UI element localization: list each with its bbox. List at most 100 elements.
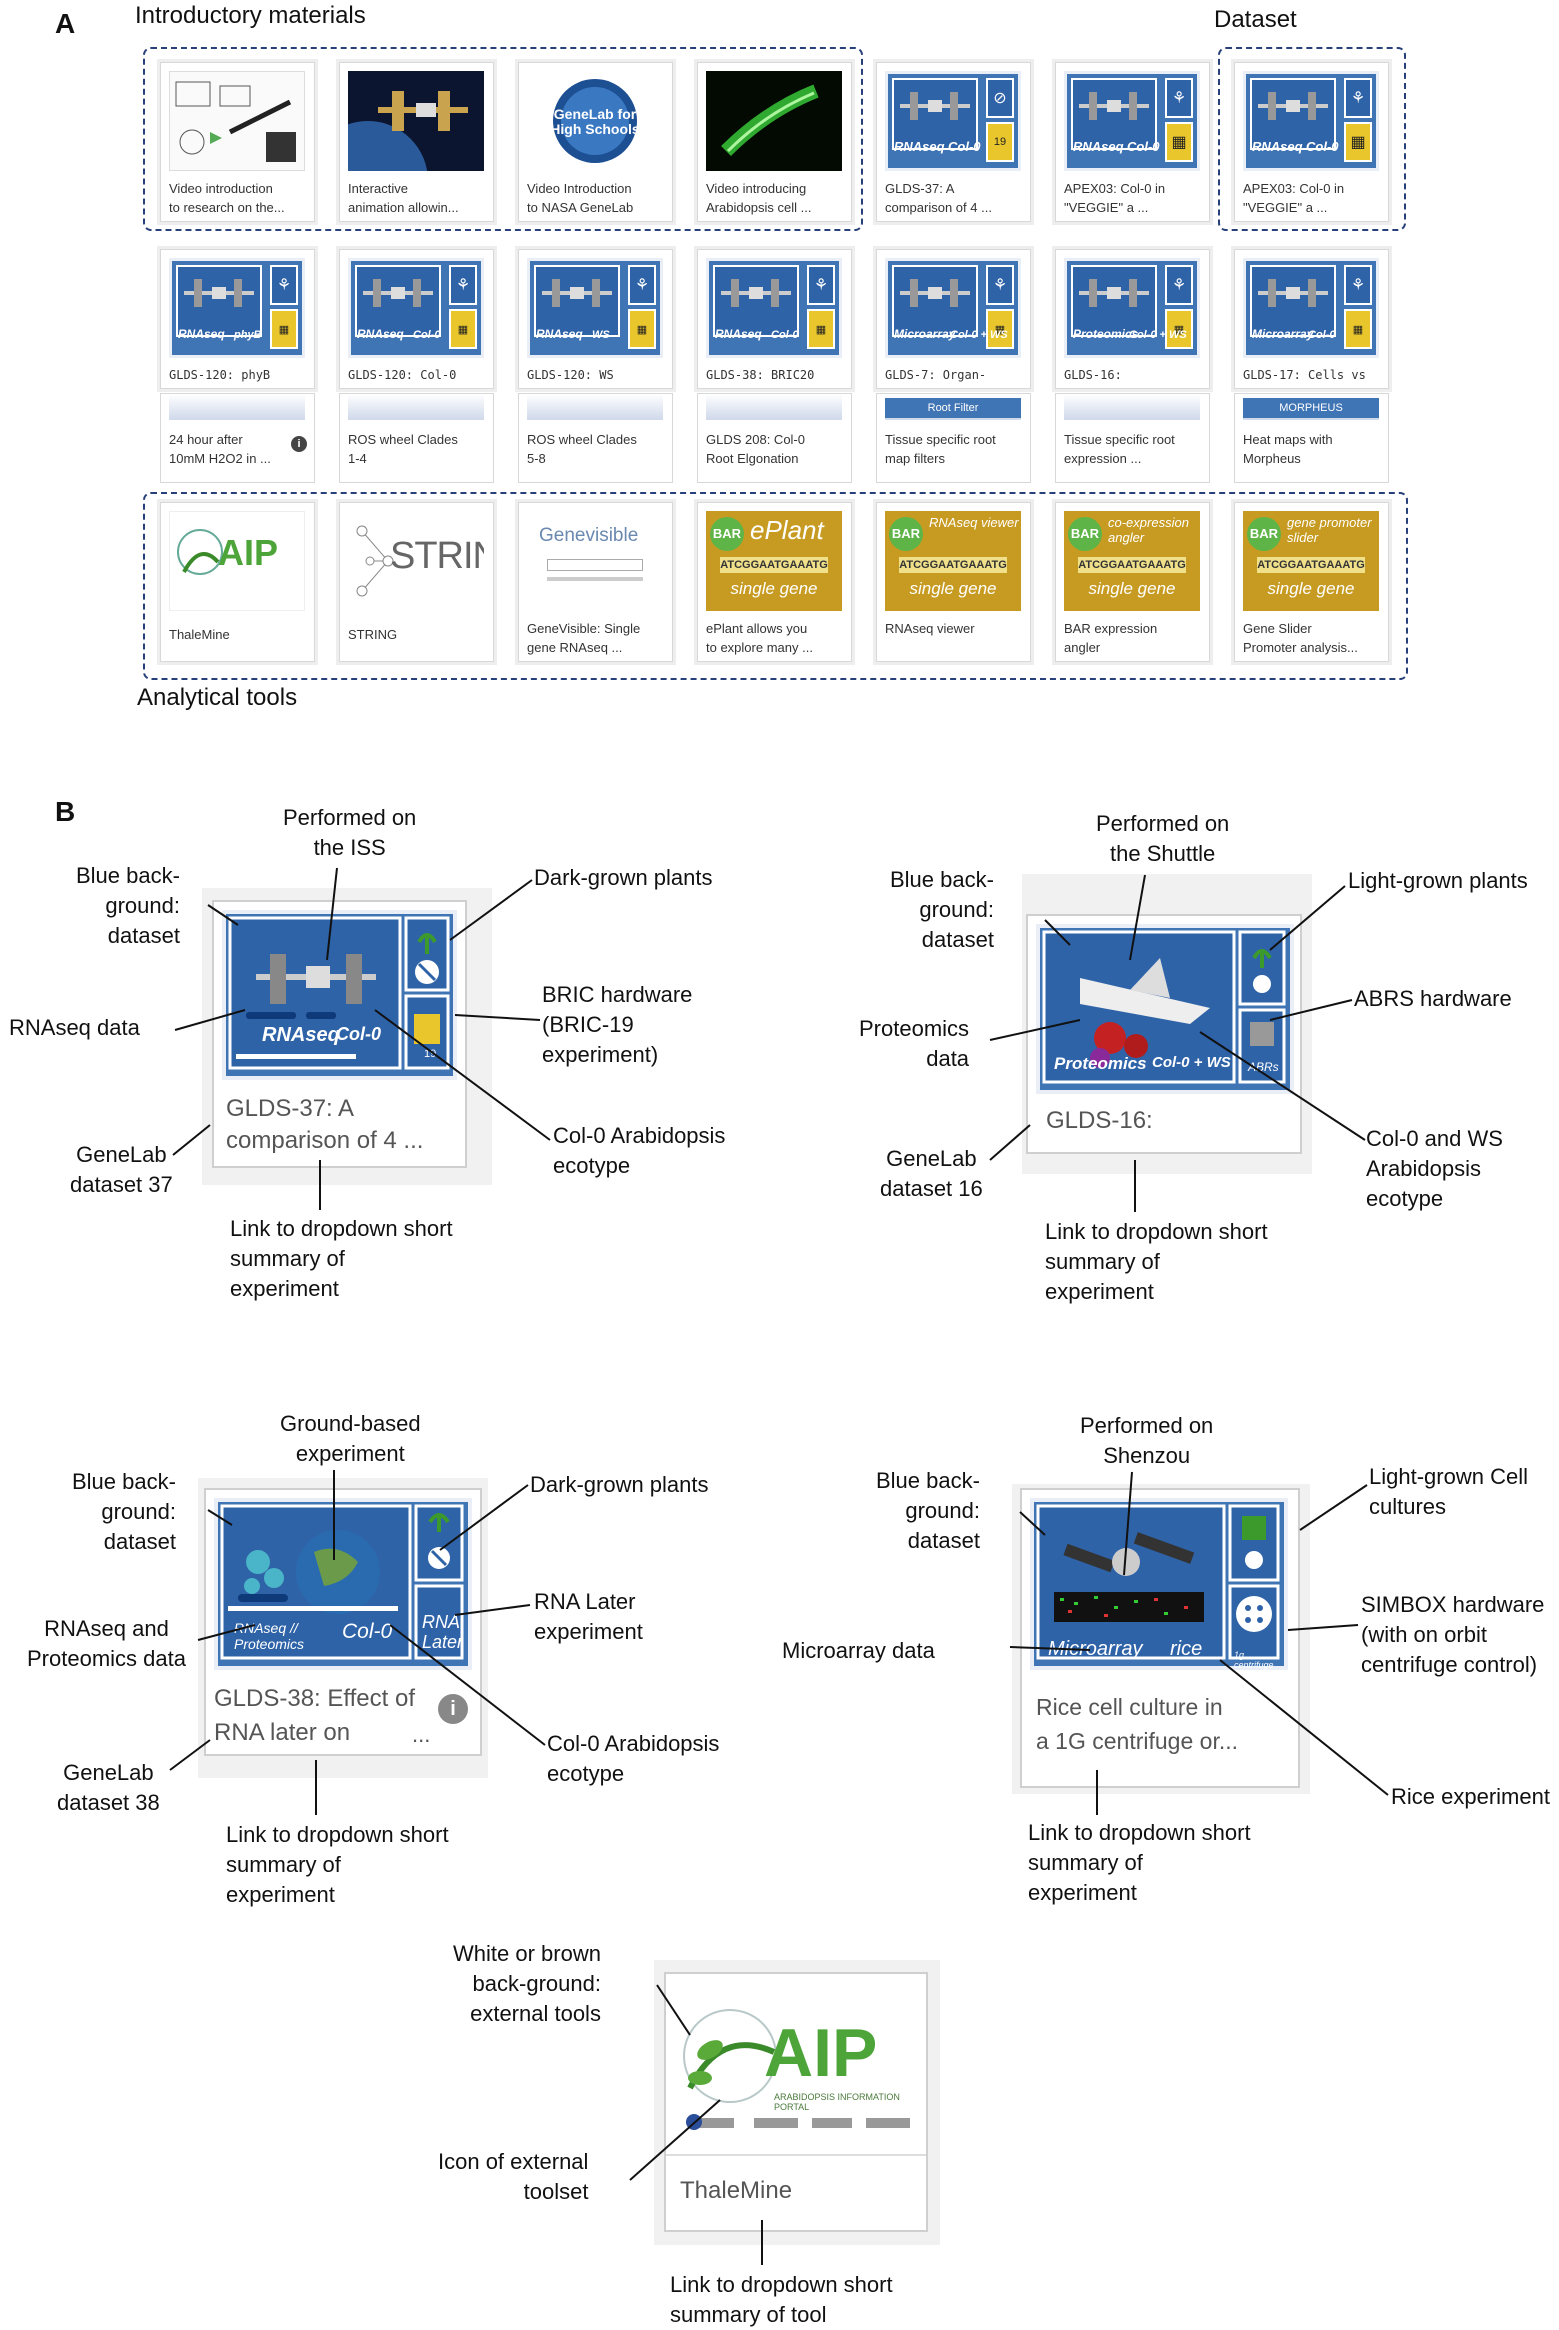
tile-caption-line1: Tissue specific root (1064, 432, 1175, 447)
panel-a-letter: A (55, 8, 76, 39)
panel-b-letter: B (55, 796, 76, 827)
card-rice-centrifuge: 1g centrifuge (1234, 1650, 1274, 1670)
ann-light-grown-cells: Light-grown Cell cultures (1369, 1464, 1528, 1519)
card-divider (666, 2154, 926, 2156)
card-glds38-data-type: RNAseq // Proteomics (234, 1620, 305, 1652)
dataset-tile-apex03-b[interactable]: ⚘▦ RNAseq Col-0 APEX03: Col-0 in "VEGGIE… (1234, 62, 1389, 222)
ann-genelab-16: GeneLab dataset 16 (880, 1146, 983, 1201)
dataset-data-type: RNAseq (178, 327, 225, 341)
genelab-high-schools-logo-icon: GeneLab for High Schools (527, 71, 663, 171)
card-rice-caption1: Rice cell culture in (1036, 1694, 1223, 1720)
dataset-data-type: RNAseq (1073, 139, 1124, 154)
spacecraft-icon (176, 265, 262, 337)
intro-tile-genelab-video[interactable]: GeneLab for High Schools Video Introduct… (518, 62, 673, 222)
tile-caption-line1: 24 hour after (169, 432, 243, 447)
tile-thumbnail-partial (348, 394, 484, 420)
tile-caption-line1: STRING (348, 627, 398, 642)
intro-tile-interactive-animation[interactable]: Interactive animation allowin... (339, 62, 494, 222)
aip-logo-large-icon: AIP ARABIDOPSIS INFORMATION PORTAL (670, 1978, 922, 2148)
dataset-tile-glds37[interactable]: ⊘19 RNAseq Col-0 GLDS-37: A comparison o… (876, 62, 1031, 222)
ann-link-dropdown-5: Link to dropdown short summary of tool (670, 2272, 893, 2327)
spacecraft-icon (355, 265, 441, 337)
tile-caption-line2: to explore many ... (706, 640, 813, 655)
tile-caption-line1: GLDS-16: (1064, 368, 1122, 382)
tool-tile-thalemine[interactable]: AIP ThaleMine (160, 502, 315, 662)
info-icon[interactable]: i (291, 436, 307, 452)
tile-caption-line1: Interactive (348, 181, 408, 196)
bar-tool-title: co-expression angler (1108, 515, 1189, 545)
tile-caption-line1: GLDS-37: A (885, 181, 955, 196)
aip-large-logo-text: AIP (764, 2015, 878, 2091)
intro-tile-arabidopsis-cell[interactable]: Video introducing Arabidopsis cell ... (697, 62, 852, 222)
ann-genelab-37: GeneLab dataset 37 (70, 1142, 173, 1197)
bar-tool-title: RNAseq viewer (929, 515, 1019, 530)
card-glds37-image: RNAseq Col-0 19 (222, 910, 457, 1080)
dataset-data-type: Microarray (1252, 327, 1314, 341)
card-thalemine[interactable]: AIP ARABIDOPSIS INFORMATION PORTAL Thale… (664, 1972, 928, 2232)
tile-caption-line1: Video introducing (706, 181, 807, 196)
ann-microarray-data: Microarray data (782, 1638, 935, 1663)
ann-link-dropdown-3: Link to dropdown short summary of experi… (226, 1822, 449, 1907)
card-glds16[interactable]: Proteomics Col-0 + WS ABRs GLDS-16: (1026, 914, 1302, 1154)
card-glds37-caption2: comparison of 4 ... (226, 1127, 424, 1154)
dataset-ecotype: WS (592, 329, 610, 341)
analytical-tools-box (143, 492, 1408, 680)
dataset-tile-apex03[interactable]: ⚘▦ RNAseq Col-0 APEX03: Col-0 in "VEGGIE… (1055, 62, 1210, 222)
whiteboard-video-icon (169, 71, 305, 171)
ann-simbox-hardware: SIMBOX hardware (with on orbit centrifug… (1361, 1592, 1545, 1677)
ann-dark-grown-3: Dark-grown plants (530, 1472, 709, 1497)
card-rice[interactable]: Microarray rice 1g centrifuge Rice cell … (1020, 1488, 1300, 1788)
search-box-icon (547, 559, 643, 571)
dataset-box (1218, 47, 1406, 231)
tile-caption-line1: GLDS-38: BRIC20 (706, 368, 815, 382)
spacecraft-icon (1071, 265, 1157, 337)
intro-materials-label: Introductory materials (135, 2, 366, 29)
tile-banner: MORPHEUS (1243, 398, 1379, 418)
card-glds37-caption1: GLDS-37: A (226, 1095, 355, 1122)
dataset-ecotype: Col-0 (771, 329, 799, 341)
hardware-icon: ▦ (986, 309, 1014, 349)
tool-tile-genevisible[interactable]: Genevisible GeneVisible: Single gene RNA… (518, 502, 673, 662)
ann-proteomics-data: Proteomics data (859, 1016, 970, 1071)
ann-blue-background-1: Blue back- ground: dataset (76, 863, 180, 948)
intro-tile-video-research[interactable]: Video introduction to research on the... (160, 62, 315, 222)
info-icon[interactable]: i (438, 1694, 468, 1724)
card-glds38[interactable]: RNAseq // Proteomics Col-0 RNA Later GLD… (204, 1488, 482, 1756)
tile-caption-line1: ROS wheel Clades (527, 432, 637, 447)
card-glds37[interactable]: RNAseq Col-0 19 GLDS-37: A comparison of… (212, 900, 467, 1168)
dataset-ecotype: Col-0 (1306, 139, 1339, 154)
tool-tile-string[interactable]: STRING STRING (339, 502, 494, 662)
tile-thumbnail-partial (706, 394, 842, 420)
string-logo-text: STRING (390, 535, 484, 577)
hardware-icon: ▦ (1344, 309, 1372, 349)
tile-caption-line2: comparison of 4 ... (885, 200, 992, 215)
ann-performed-shenzou: Performed on Shenzou (1080, 1413, 1214, 1468)
tile-banner: Root Filter (885, 398, 1021, 418)
aip-logo-text: AIP (218, 532, 279, 573)
card-glds38-ecotype: Col-0 (342, 1620, 393, 1643)
